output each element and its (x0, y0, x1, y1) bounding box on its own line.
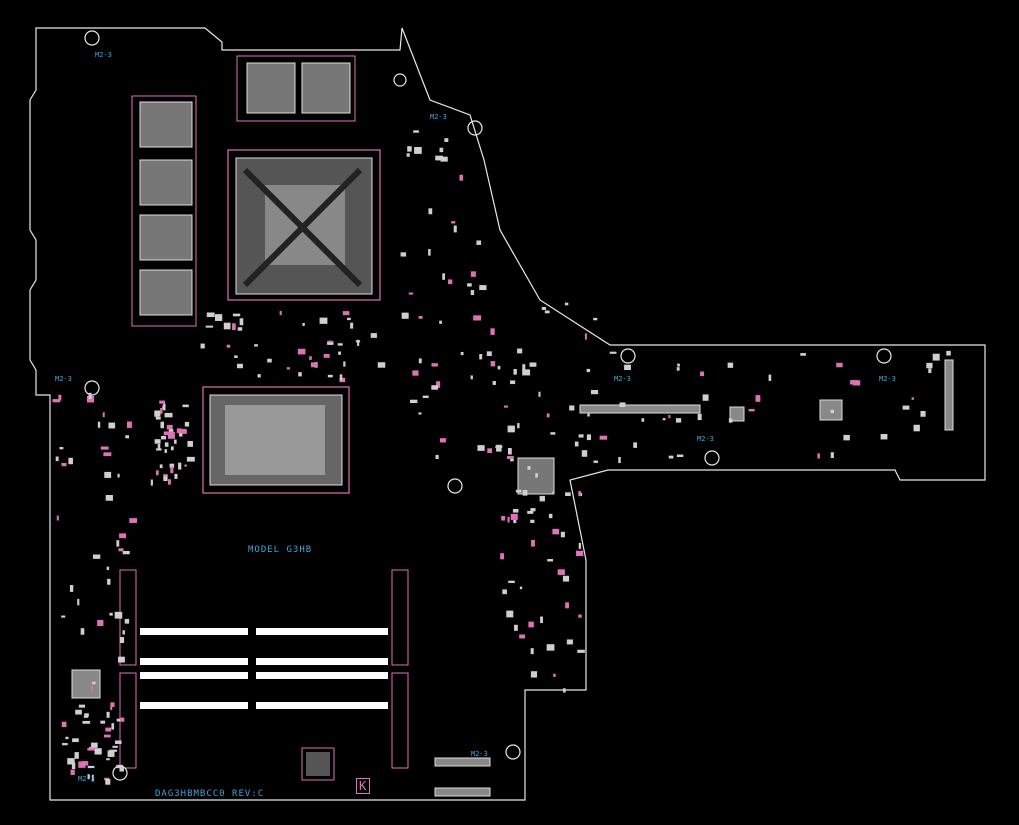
hole-label: M2-3 (55, 375, 72, 383)
hole-label: M2-3 (614, 375, 631, 383)
hole-label: M2-3 (697, 435, 714, 443)
board-outline (29, 27, 986, 801)
model-label: MODEL G3HB (248, 545, 313, 555)
memory-chip-group-top (236, 55, 356, 122)
gpu-bga (227, 149, 381, 301)
memory-chip-group-left (131, 95, 197, 327)
hole-label: M2-3 (95, 51, 112, 59)
hole-label: M2-3 (471, 750, 488, 758)
mounting-holes (84, 30, 892, 781)
small-components (52, 130, 951, 785)
mark-k-label: K (356, 778, 371, 794)
dimm-slots (119, 569, 409, 769)
cpu-bga (202, 386, 350, 494)
part-number-label: DAG3HBMBCC0 REV:C (155, 789, 265, 799)
hole-label: M2-3 (430, 113, 447, 121)
hole-label: M2-3 (879, 375, 896, 383)
hole-label: M2-3 (78, 775, 95, 783)
